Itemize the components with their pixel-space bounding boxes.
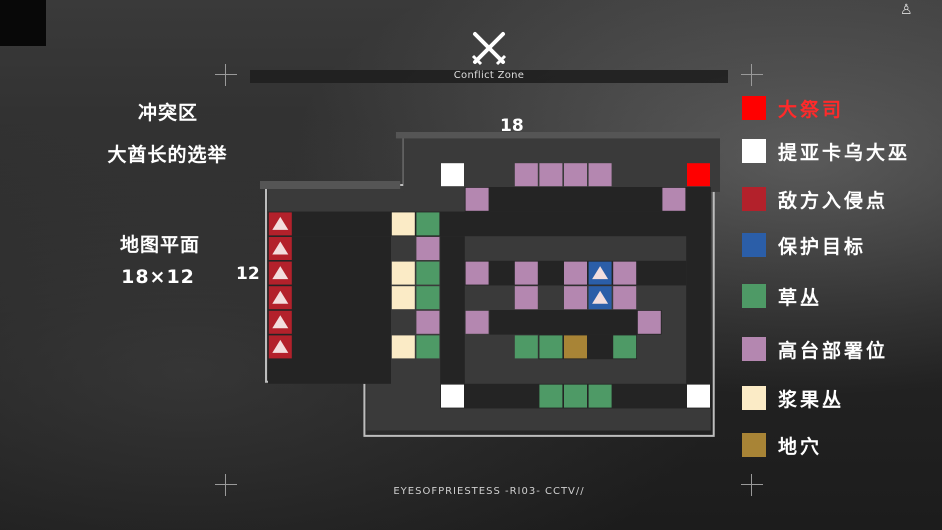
high-ground (588, 163, 612, 187)
grass (564, 384, 587, 408)
map-width-label: 18 (500, 116, 524, 136)
legend-label: 地穴 (778, 435, 823, 458)
high-ground (662, 187, 686, 211)
legend-item: 高台部署位 (742, 336, 888, 362)
user-icon[interactable]: ♙ (900, 2, 913, 18)
high-priest-marker (687, 163, 710, 187)
legend-item: 敌方入侵点 (742, 186, 888, 212)
high-ground (637, 310, 661, 334)
warning-icon (272, 241, 289, 255)
high-ground (465, 310, 489, 334)
legend-swatch (742, 284, 766, 308)
corner-block (0, 0, 46, 46)
footer-caption: EYESOFPRIESTESS -RI03- CCTV// (393, 486, 585, 497)
warning-icon (272, 315, 289, 329)
grass (416, 335, 440, 359)
warning-icon (272, 339, 289, 353)
map-height-label: 12 (236, 264, 260, 284)
legend-swatch (742, 337, 766, 361)
crosshair-icon (215, 64, 237, 86)
high-ground (539, 163, 563, 187)
legend-item: 提亚卡乌大巫 (742, 138, 910, 164)
map-path (268, 236, 391, 384)
map-label: 地图平面 (119, 234, 200, 256)
high-ground (416, 237, 440, 260)
legend-swatch (742, 233, 766, 257)
legend-swatch (742, 139, 766, 163)
legend-label: 提亚卡乌大巫 (778, 141, 911, 164)
high-ground (564, 163, 587, 187)
legend-label: 大祭司 (778, 98, 845, 121)
grass (416, 212, 440, 236)
crosshair-icon (741, 474, 763, 496)
map-path (268, 211, 711, 237)
high-ground (465, 187, 489, 211)
white-marker (687, 384, 710, 408)
legend-swatch (742, 187, 766, 211)
legend-swatch (742, 96, 766, 120)
legend-label: 保护目标 (778, 235, 867, 258)
map-wall (260, 181, 401, 189)
warning-icon (592, 266, 609, 280)
high-ground (514, 286, 538, 310)
zone-name: 冲突区 (137, 102, 198, 124)
grass (613, 335, 637, 359)
high-ground (613, 261, 637, 285)
white-marker (441, 384, 464, 408)
grass (539, 384, 563, 408)
legend-item: 地穴 (742, 432, 822, 458)
pit (564, 335, 587, 359)
grass (588, 384, 612, 408)
high-ground (564, 286, 587, 310)
white-marker (441, 163, 464, 187)
grass (539, 335, 563, 359)
warning-icon (272, 266, 289, 280)
berry-bush (391, 212, 415, 236)
map-path (440, 236, 465, 384)
tactical-map (260, 132, 720, 437)
berry-bush (391, 261, 415, 285)
high-ground (613, 286, 637, 310)
map-cells (260, 132, 720, 431)
high-ground (564, 261, 587, 285)
legend-label: 高台部署位 (778, 339, 889, 362)
berry-bush (391, 335, 415, 359)
grass (514, 335, 538, 359)
legend-swatch (742, 386, 766, 410)
warning-icon (592, 290, 609, 304)
legend-label: 草丛 (778, 286, 823, 309)
legend-item: 浆果丛 (742, 385, 844, 411)
crosshair-icon (741, 64, 763, 86)
high-ground (514, 261, 538, 285)
crossed-swords-icon (471, 32, 507, 66)
warning-icon (272, 216, 289, 230)
legend-label: 浆果丛 (778, 388, 845, 411)
high-ground (514, 163, 538, 187)
legend-item: 保护目标 (742, 232, 866, 258)
map-wall (395, 132, 720, 139)
stage-name: 大酋长的选举 (107, 144, 228, 166)
map-size: 18×12 (121, 266, 195, 288)
map-path (489, 310, 662, 335)
legend-item: 草丛 (742, 283, 822, 309)
berry-bush (391, 286, 415, 310)
header-bar (250, 70, 728, 83)
high-ground (465, 261, 489, 285)
high-ground (416, 310, 440, 334)
grass (416, 286, 440, 310)
zone-label: Conflict Zone (453, 70, 525, 81)
grass (416, 261, 440, 285)
map-path (686, 187, 711, 409)
legend-label: 敌方入侵点 (778, 189, 889, 212)
warning-icon (272, 290, 289, 304)
legend-item: 大祭司 (742, 95, 844, 121)
crosshair-icon (215, 474, 237, 496)
legend-swatch (742, 433, 766, 457)
